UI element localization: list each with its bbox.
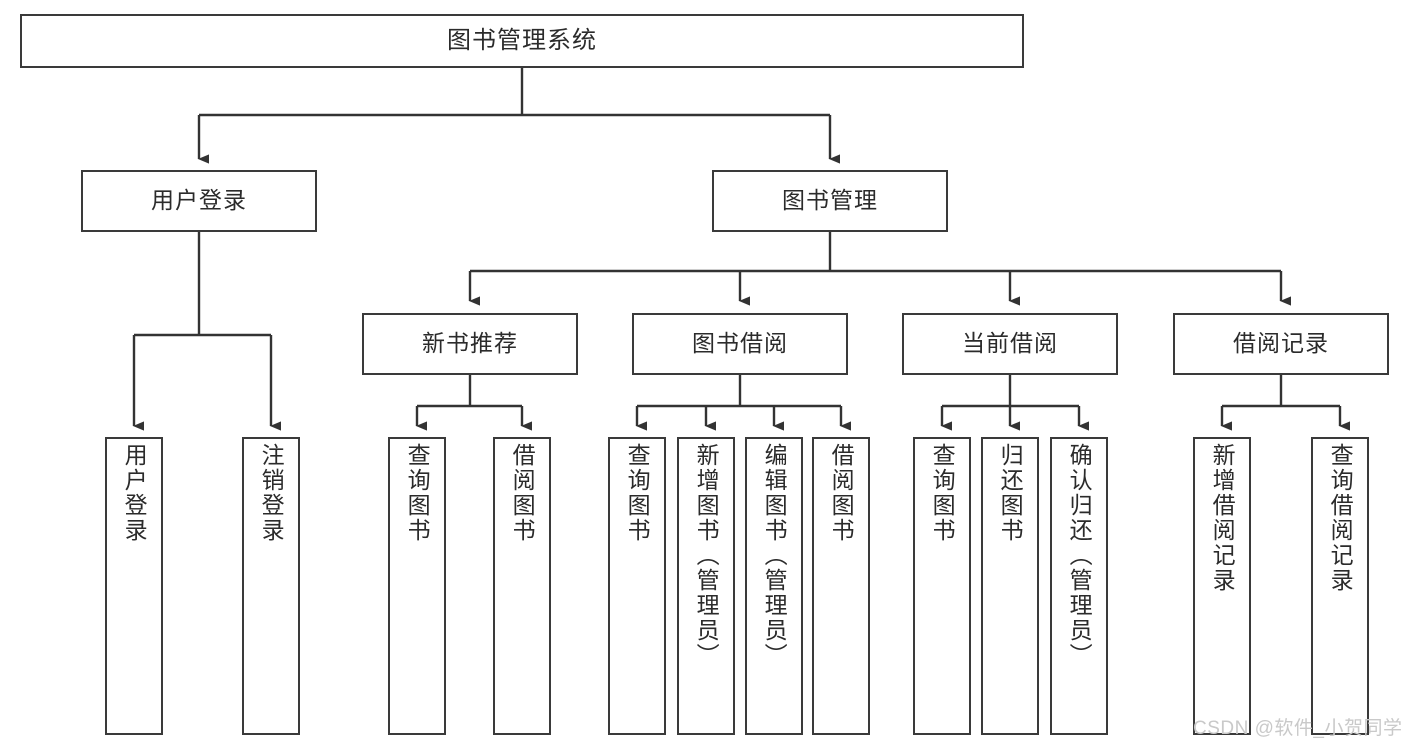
node-borrow-record[interactable]: 借阅记录: [1173, 313, 1389, 375]
leaf-current-borrow-confirm-return-admin[interactable]: 确认归还（管理员）: [1050, 437, 1108, 735]
leaf-book-borrow-borrow-book[interactable]: 借阅图书: [812, 437, 870, 735]
node-current-borrow[interactable]: 当前借阅: [902, 313, 1118, 375]
leaf-borrow-record-query-record[interactable]: 查询借阅记录: [1311, 437, 1369, 735]
leaf-borrow-record-add-record[interactable]: 新增借阅记录: [1193, 437, 1251, 735]
leaf-current-borrow-return-book[interactable]: 归还图书: [981, 437, 1039, 735]
node-user-login[interactable]: 用户登录: [81, 170, 317, 232]
leaf-user-login-logout[interactable]: 注销登录: [242, 437, 300, 735]
leaf-current-borrow-query-book[interactable]: 查询图书: [913, 437, 971, 735]
node-book-management[interactable]: 图书管理: [712, 170, 948, 232]
node-root-book-management-system[interactable]: 图书管理系统: [20, 14, 1024, 68]
leaf-new-book-query-book[interactable]: 查询图书: [388, 437, 446, 735]
leaf-new-book-borrow-book[interactable]: 借阅图书: [493, 437, 551, 735]
node-book-borrow[interactable]: 图书借阅: [632, 313, 848, 375]
leaf-book-borrow-edit-book-admin[interactable]: 编辑图书（管理员）: [745, 437, 803, 735]
node-new-book-recommend[interactable]: 新书推荐: [362, 313, 578, 375]
leaf-book-borrow-add-book-admin[interactable]: 新增图书（管理员）: [677, 437, 735, 735]
leaf-user-login-login[interactable]: 用户登录: [105, 437, 163, 735]
leaf-book-borrow-query-book[interactable]: 查询图书: [608, 437, 666, 735]
